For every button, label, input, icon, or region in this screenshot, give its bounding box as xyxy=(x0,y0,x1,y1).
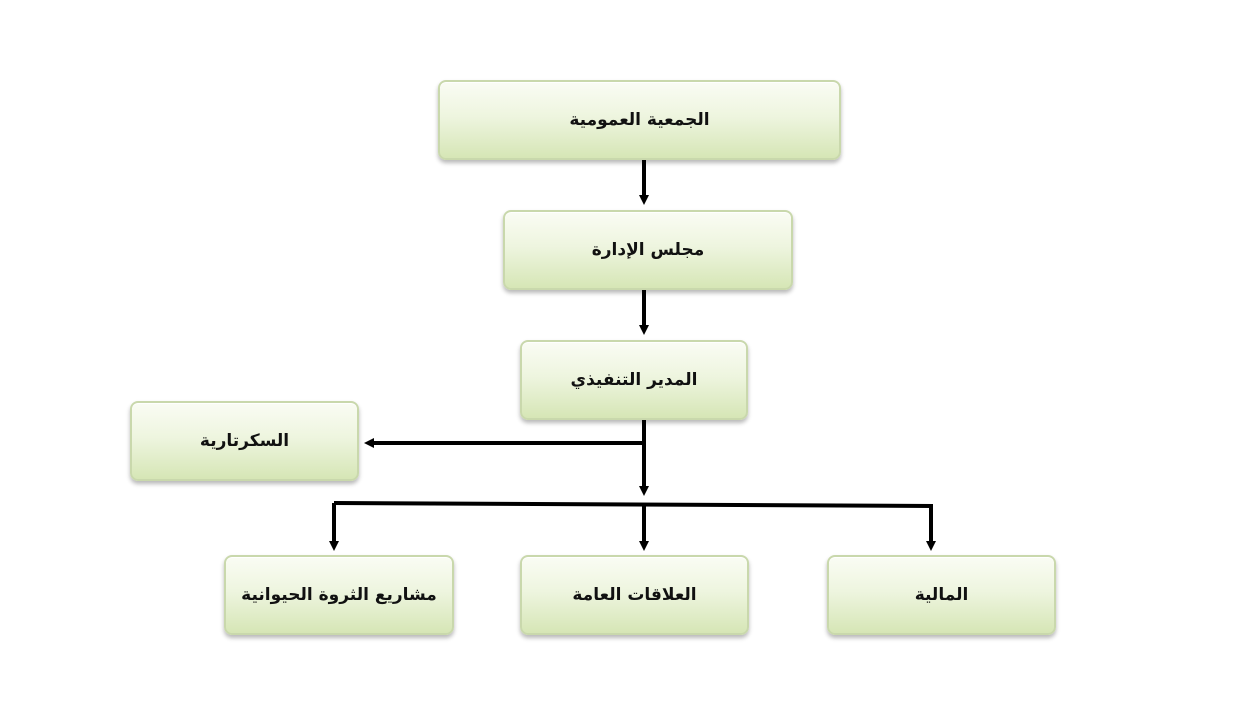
node-label-finance: المالية xyxy=(914,585,969,605)
node-board-of-directors: مجلس الإدارة xyxy=(503,210,793,290)
node-label-board: مجلس الإدارة xyxy=(591,240,705,260)
node-label-general-assembly: الجمعية العمومية xyxy=(569,110,710,130)
node-general-assembly: الجمعية العمومية xyxy=(438,80,841,160)
node-executive-director: المدير التنفيذي xyxy=(520,340,748,420)
node-label-public-relations: العلاقات العامة xyxy=(572,585,697,605)
node-label-livestock: مشاريع الثروة الحيوانية xyxy=(241,585,437,605)
node-label-executive: المدير التنفيذي xyxy=(570,370,698,390)
node-public-relations: العلاقات العامة xyxy=(520,555,749,635)
node-livestock-projects: مشاريع الثروة الحيوانية xyxy=(224,555,454,635)
node-label-secretariat: السكرتارية xyxy=(199,431,290,451)
node-secretariat: السكرتارية xyxy=(130,401,359,481)
connector-distribution-bar xyxy=(333,501,934,508)
node-finance: المالية xyxy=(827,555,1056,635)
